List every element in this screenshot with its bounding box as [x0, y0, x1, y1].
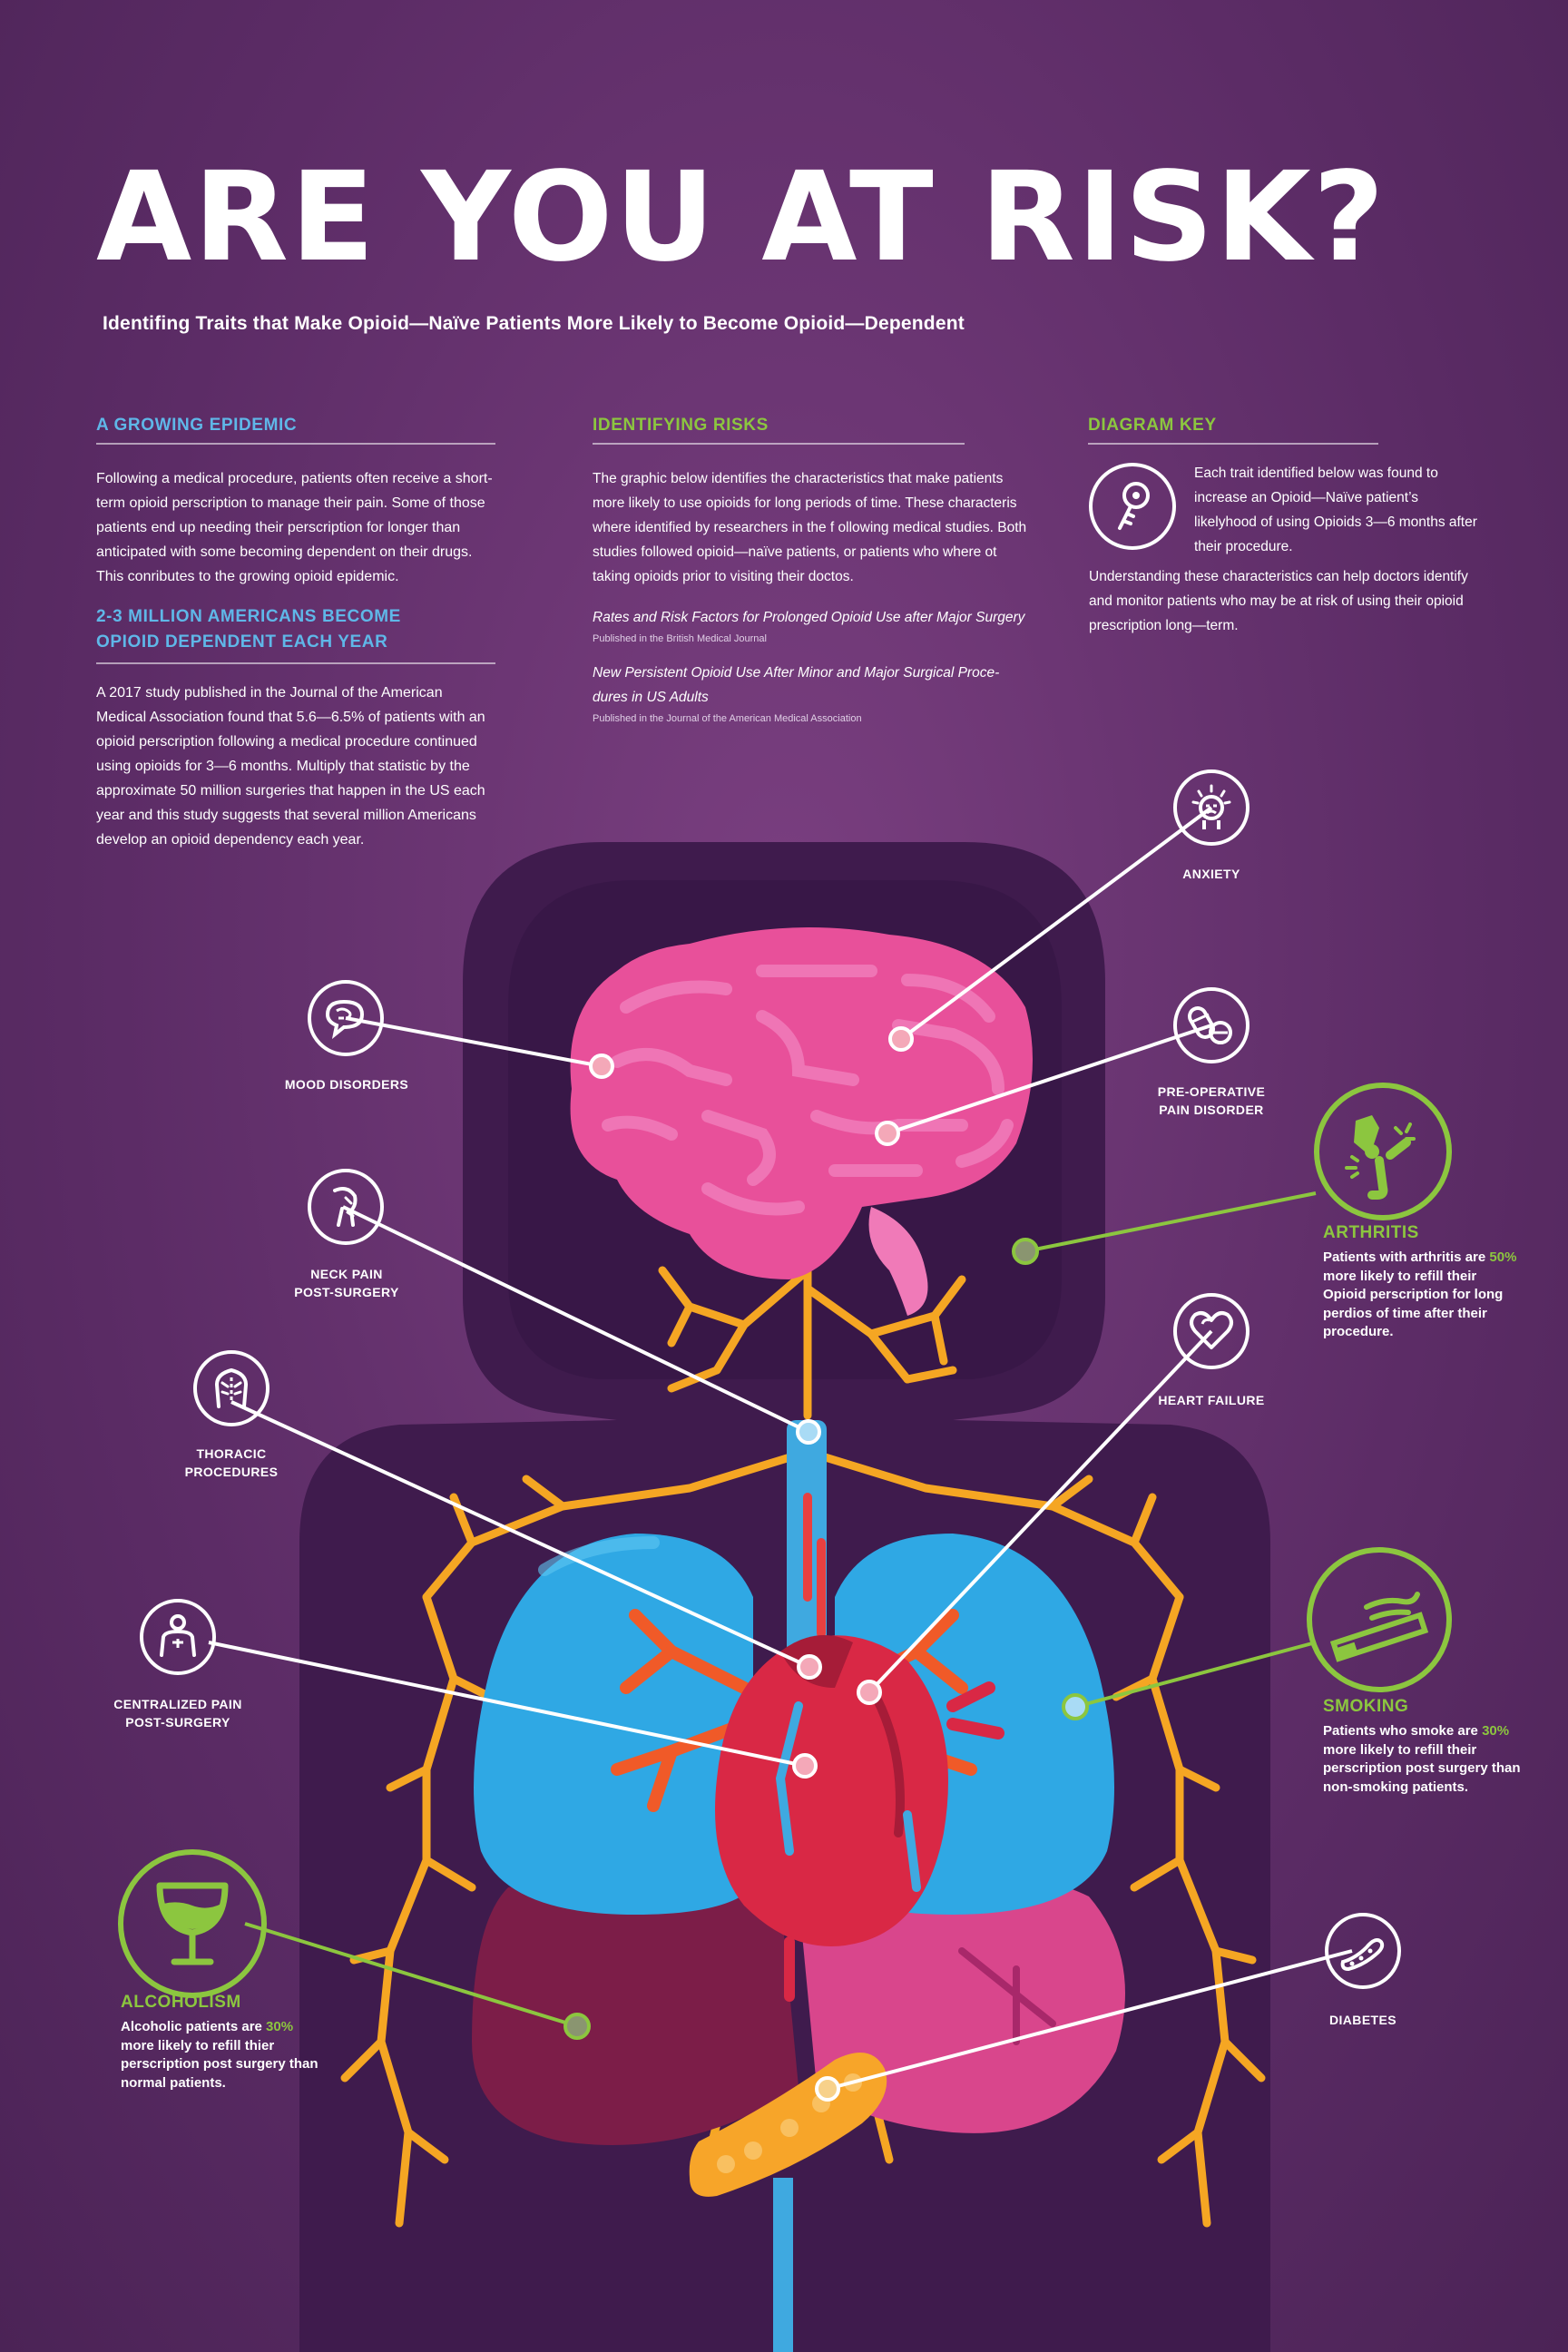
pre-operative-label: PRE-OPERATIVE PAIN DISORDER [1121, 1083, 1302, 1119]
centralized-line2: POST-SURGERY [125, 1715, 230, 1730]
arthritis-text-pre: Patients with arthritis are [1323, 1250, 1490, 1265]
alcoholism-text-post: more likely to refill thier perscription… [121, 2037, 318, 2091]
neck-pain-label: NECK PAIN POST-SURGERY [256, 1265, 437, 1301]
diagram-key-section: DIAGRAM KEY [1088, 416, 1487, 445]
wine-glass-icon [118, 1849, 267, 1998]
alcoholism-section: ALCOHOLISM Alcoholic patients are 30% mo… [121, 1993, 320, 2092]
smoking-text-pre: Patients who smoke are [1323, 1723, 1483, 1739]
arthritis-text-post: more likely to refill their Opioid persc… [1323, 1268, 1504, 1340]
alcoholism-heading: ALCOHOLISM [121, 1993, 241, 2012]
diagram-key-body: Understanding these characteristics can … [1089, 569, 1468, 633]
identifying-risks-heading: IDENTIFYING RISKS [593, 416, 965, 445]
diagram-key-heading: DIAGRAM KEY [1088, 416, 1378, 445]
identifying-risks-section: IDENTIFYING RISKS The graphic below iden… [593, 416, 1028, 724]
connector-lines-green [244, 1191, 1317, 2028]
pills-icon [1173, 987, 1250, 1063]
centralized-pain-label: CENTRALIZED PAIN POST-SURGERY [87, 1695, 269, 1731]
study2-title: New Persistent Opioid Use After Minor an… [593, 665, 1000, 705]
body-pain-icon [140, 1599, 216, 1675]
brain-speech-icon [308, 980, 384, 1056]
connector-dots [589, 1026, 914, 2102]
lower-organs [472, 1874, 1125, 2352]
smoking-text-post: more likely to refill their perscription… [1323, 1741, 1521, 1795]
pre-operative-line1: PRE-OPERATIVE [1157, 1084, 1266, 1099]
thoracic-label: THORACIC PROCEDURES [141, 1445, 322, 1481]
millions-body: A 2017 study published in the Journal of… [96, 685, 485, 848]
millions-section: 2-3 MILLION AMERICANS BECOME OPIOID DEPE… [96, 604, 495, 852]
diagram-key-text: Each trait identified below was found to… [1194, 466, 1477, 554]
brain [570, 927, 1033, 1316]
smoking-section: SMOKING Patients who smoke are 30% more … [1323, 1697, 1523, 1797]
page-title: ARE YOU AT RISK? [96, 146, 1387, 289]
centralized-line1: CENTRALIZED PAIN [113, 1697, 242, 1711]
thoracic-line2: PROCEDURES [184, 1465, 279, 1479]
millions-heading: 2-3 MILLION AMERICANS BECOME OPIOID DEPE… [96, 604, 495, 664]
alcoholism-body: Alcoholic patients are 30% more likely t… [121, 2018, 320, 2092]
joint-icon [1314, 1083, 1452, 1220]
growing-epidemic-heading: A GROWING EPIDEMIC [96, 416, 495, 445]
diabetes-label: DIABETES [1329, 2013, 1396, 2027]
study2-publication: Published in the Journal of the American… [593, 713, 862, 724]
heart-icon [1173, 1293, 1250, 1369]
key-icon [1089, 463, 1176, 550]
growing-epidemic-section: A GROWING EPIDEMIC Following a medical p… [96, 416, 495, 589]
neck-pain-line1: NECK PAIN [310, 1267, 383, 1281]
alcoholism-text-pre: Alcoholic patients are [121, 2019, 267, 2034]
connector-dots-green [564, 1238, 1089, 2040]
arthritis-body: Patients with arthritis are 50% more lik… [1323, 1249, 1523, 1342]
anxiety-icon [1173, 769, 1250, 846]
smoking-percent: 30% [1482, 1723, 1510, 1739]
neck-pain-icon [308, 1169, 384, 1245]
identifying-risks-body: The graphic below identifies the charact… [593, 471, 1027, 584]
page-subtitle: Identifing Traits that Make Opioid—Naïve… [103, 313, 965, 334]
arthritis-percent: 50% [1489, 1250, 1517, 1265]
millions-heading-line1: 2-3 MILLION AMERICANS BECOME [96, 607, 401, 626]
millions-heading-line2: OPIOID DEPENDENT EACH YEAR [96, 632, 388, 652]
cigarette-icon [1307, 1547, 1452, 1692]
growing-epidemic-body: Following a medical procedure, patients … [96, 471, 493, 584]
pancreas-icon [1325, 1913, 1401, 1989]
heart-failure-label: HEART FAILURE [1158, 1393, 1265, 1407]
smoking-heading: SMOKING [1323, 1697, 1409, 1716]
alcoholism-percent: 30% [266, 2019, 294, 2034]
arthritis-section: ARTHRITIS Patients with arthritis are 50… [1323, 1223, 1523, 1342]
thoracic-icon [193, 1350, 270, 1426]
study1-title: Rates and Risk Factors for Prolonged Opi… [593, 610, 1025, 625]
pre-operative-line2: PAIN DISORDER [1159, 1102, 1264, 1117]
arthritis-heading: ARTHRITIS [1323, 1223, 1419, 1242]
study1-publication: Published in the British Medical Journal [593, 633, 767, 644]
mood-disorders-label: MOOD DISORDERS [284, 1077, 409, 1092]
anxiety-label: ANXIETY [1182, 867, 1240, 881]
smoking-body: Patients who smoke are 30% more likely t… [1323, 1722, 1523, 1797]
connector-lines [208, 806, 1353, 2091]
neck-pain-line2: POST-SURGERY [294, 1285, 399, 1299]
thoracic-line1: THORACIC [196, 1446, 267, 1461]
